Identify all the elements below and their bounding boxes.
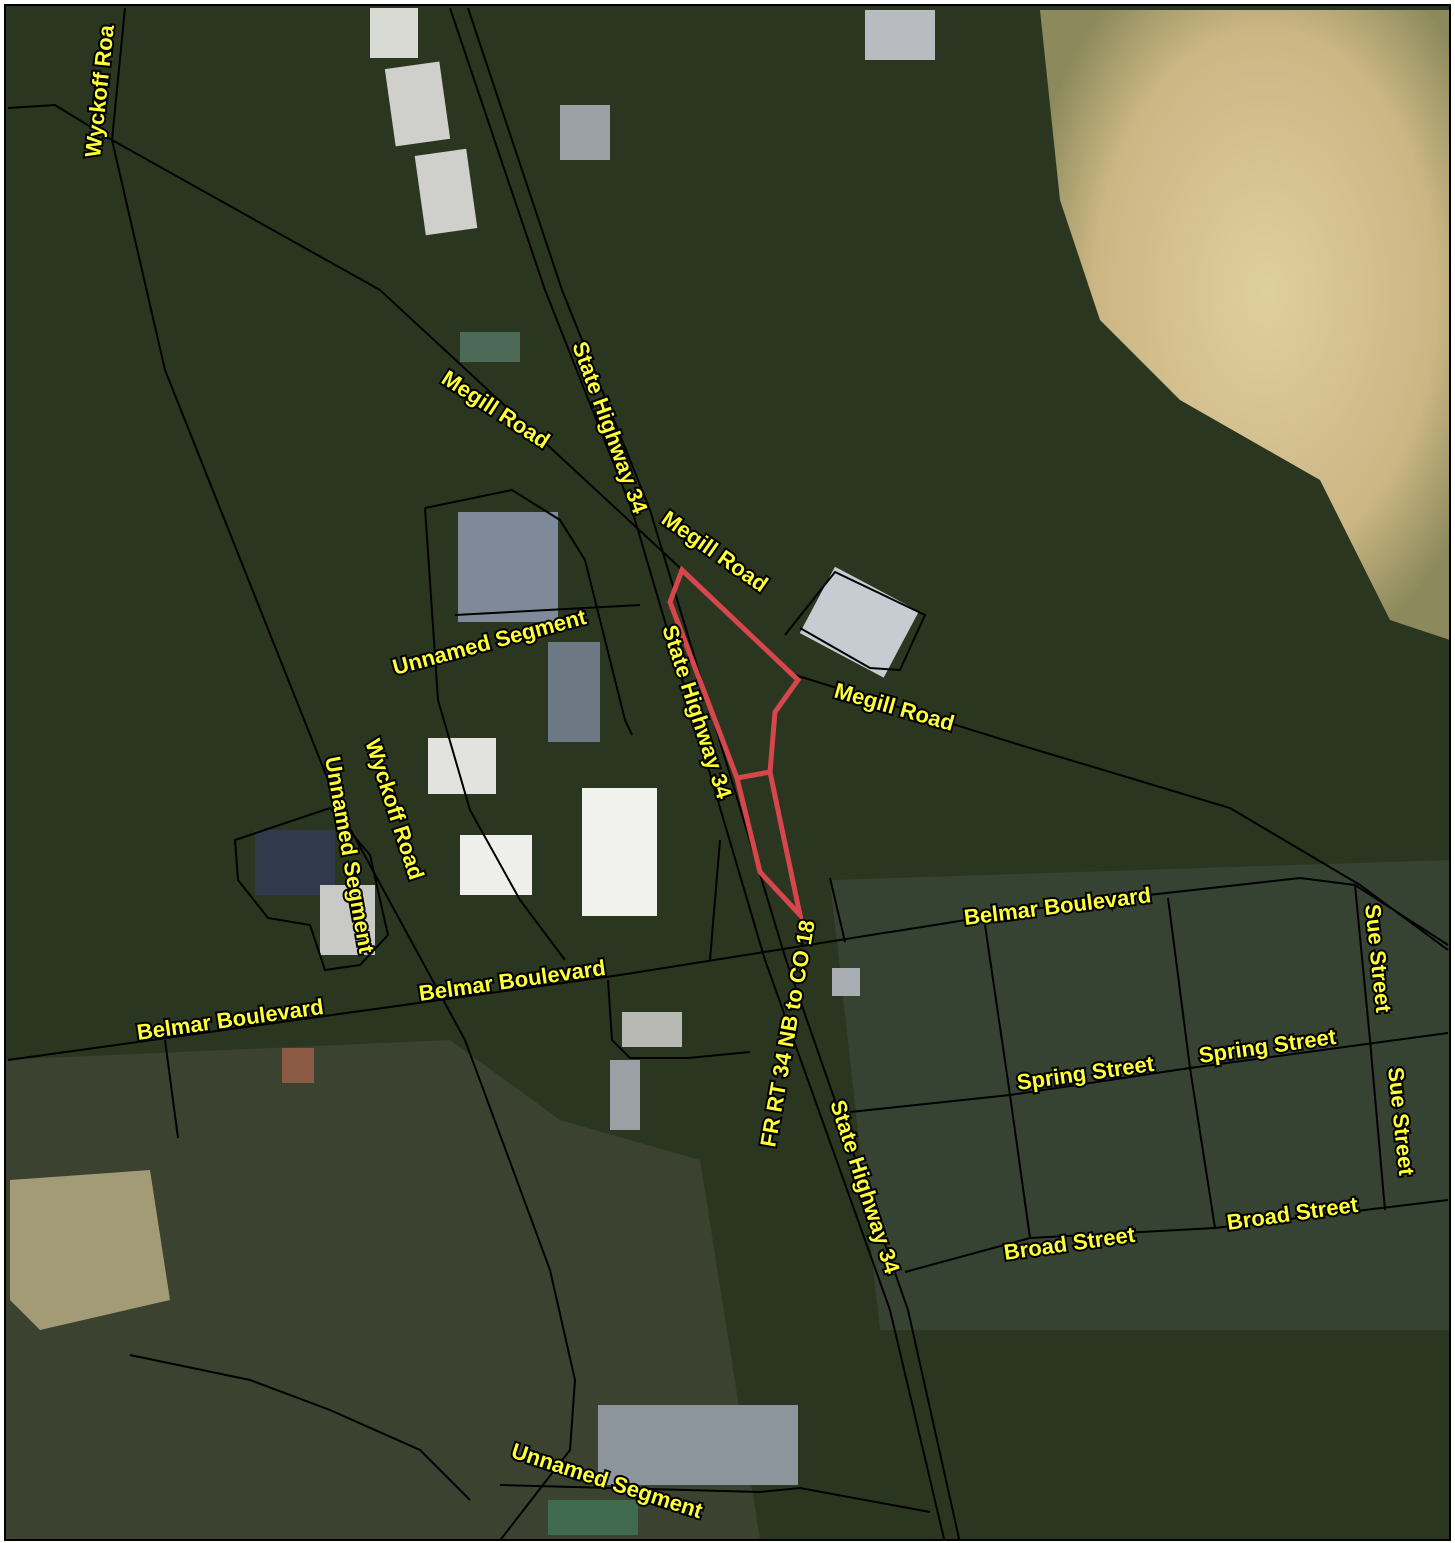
belmar-boulevard-line [7,876,1449,1061]
side-road-line [164,1039,179,1139]
residential-area-se [830,860,1449,1330]
building [458,512,558,622]
parking-lot-outline [784,570,927,672]
wyckoff-road-line [110,7,577,1539]
unnamed-segment-line [454,604,641,616]
service-road-line [709,839,721,961]
building [832,968,860,996]
developed-area-sw [6,1040,760,1539]
road-network [7,7,1449,1539]
building [582,788,657,916]
building [282,1048,314,1083]
building [622,1012,682,1047]
spring-street-line [849,1032,1449,1113]
sue-street-line [1354,884,1386,1211]
building [460,835,532,895]
building [865,10,935,60]
building [460,332,520,362]
building [799,566,919,678]
buildings [255,8,935,1535]
local-road-line [129,1354,471,1501]
building [255,830,335,895]
building [414,148,478,236]
unnamed-segment-loop [424,507,566,961]
unnamed-segment-south-line [499,1484,931,1513]
quarry-clearing [1040,10,1449,640]
service-road-line [607,979,751,1059]
building [384,61,451,147]
parcel-division-line [736,769,771,781]
storage-buildings [598,1405,798,1485]
subject-parcel-outline[interactable] [667,565,805,924]
building [548,642,600,742]
building [560,105,610,160]
parking-lot-outline [233,806,390,972]
cross-street-line [984,924,1031,1239]
unnamed-segment-loop [424,488,633,736]
building [610,1060,640,1130]
state-highway-34-line-a [449,7,946,1539]
broad-street-line [904,1199,1449,1273]
map-canvas: Wyckoff Roa Megill Road Megill Road Megi… [6,6,1449,1539]
sand-pit [10,1170,170,1330]
side-road-line [829,877,846,943]
cross-street-line [1167,897,1216,1229]
building [370,8,418,58]
building [548,1500,638,1535]
aerial-map[interactable]: Wyckoff Roa Megill Road Megill Road Megi… [4,4,1451,1541]
building [320,885,375,955]
